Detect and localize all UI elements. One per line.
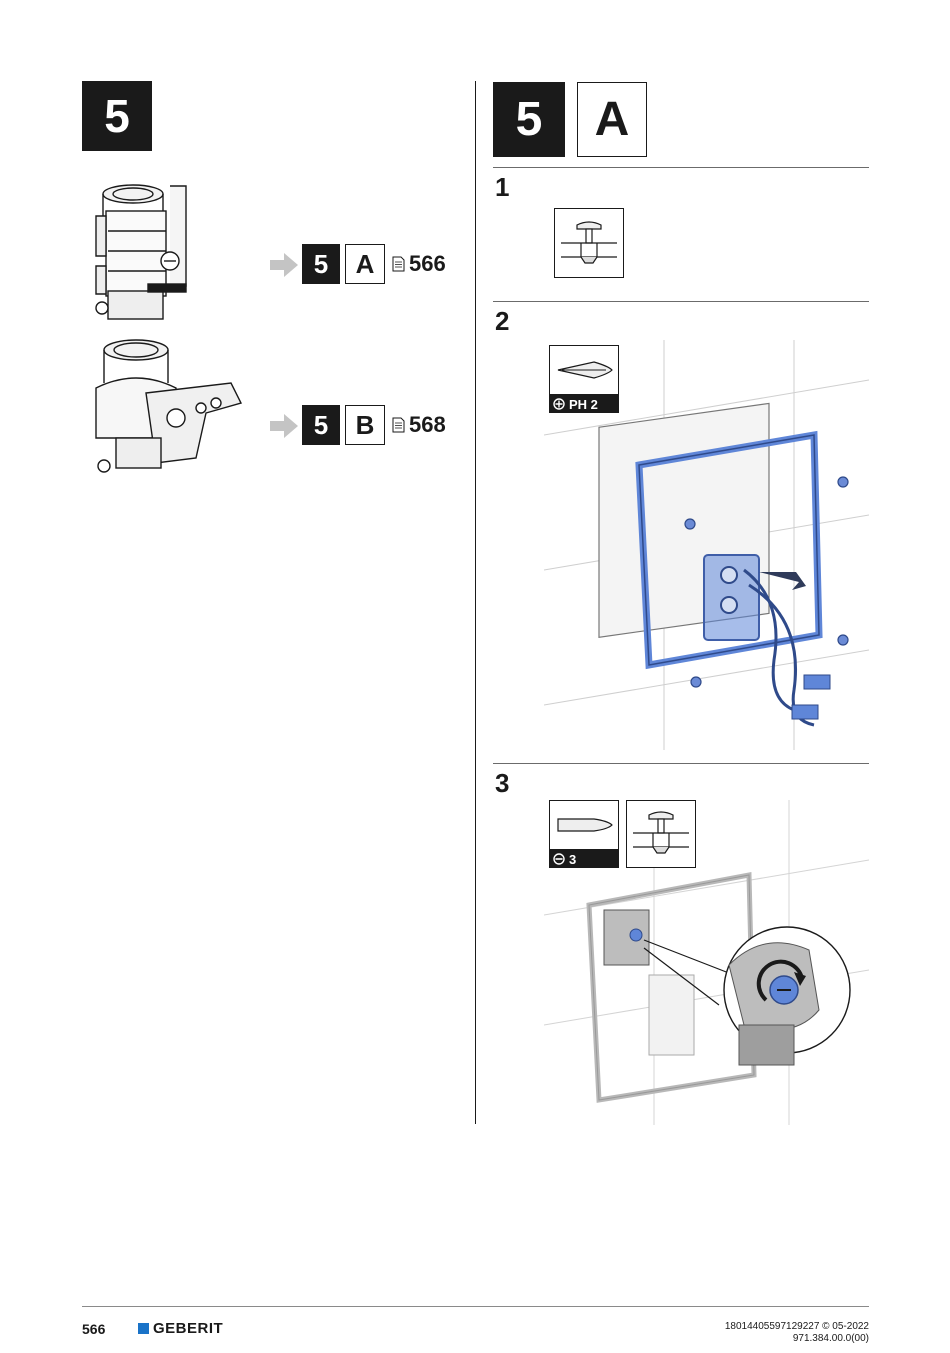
option-a-variant: A [345, 244, 385, 284]
step-2-number: 2 [495, 306, 510, 336]
arrow-right-icon [270, 253, 298, 277]
step-2-divider [493, 301, 869, 302]
left-step-badge: 5 [82, 81, 152, 151]
shutoff-valve-icon [633, 811, 689, 854]
flat-screwdriver-icon [557, 818, 613, 832]
right-step-badge: 5 [493, 82, 565, 157]
step-2-installation-illustration [544, 340, 869, 750]
phillips-screwdriver-icon [557, 361, 613, 379]
phillips-screwdriver-tool-box: PH 2 [549, 345, 619, 413]
option-b-page-ref[interactable]: 568 [392, 412, 446, 438]
option-a-ref[interactable]: 5 A 566 [270, 244, 460, 286]
option-b-step: 5 [302, 405, 340, 445]
left-step-number: 5 [104, 90, 130, 142]
step-1-number: 1 [495, 172, 510, 202]
step-1-divider [493, 167, 869, 168]
option-b-variant: B [345, 405, 385, 445]
valve-illustration-b [95, 339, 243, 473]
footer-doc-code: 971.384.00.0(00) [792, 1333, 869, 1344]
document-icon [392, 417, 405, 433]
flat-size-label: 3 [549, 850, 619, 868]
step-3-installation-illustration [544, 800, 869, 1125]
option-b-ref[interactable]: 5 B 568 [270, 405, 460, 447]
footer-divider [82, 1306, 869, 1307]
brand-logo: GEBERIT [138, 1320, 223, 1337]
step-3-divider [493, 763, 869, 764]
right-variant-badge: A [577, 82, 647, 157]
flat-screwdriver-tool-box: 3 [549, 800, 619, 868]
option-a-page-ref[interactable]: 566 [392, 251, 446, 277]
phillips-head-icon [553, 398, 565, 410]
step-3-number: 3 [495, 768, 510, 798]
footer-page-number: 566 [82, 1321, 106, 1337]
arrow-right-icon [270, 414, 298, 438]
brand-logo-square-icon [138, 1323, 149, 1334]
valve-illustration-a [95, 184, 187, 320]
footer-doc-id: 18014405597129227 © 05-2022 [724, 1321, 869, 1332]
footer-doc-info: 18014405597129227 © 05-2022 971.384.00.0… [725, 1321, 869, 1345]
document-icon [392, 256, 405, 272]
step-3-shutoff-valve-tool-box [626, 800, 696, 868]
column-divider [475, 81, 476, 1124]
shutoff-valve-tool-box [554, 208, 624, 278]
phillips-size-label: PH 2 [549, 395, 619, 413]
slotted-head-icon [553, 853, 565, 865]
option-a-step: 5 [302, 244, 340, 284]
shutoff-valve-icon [561, 221, 617, 264]
